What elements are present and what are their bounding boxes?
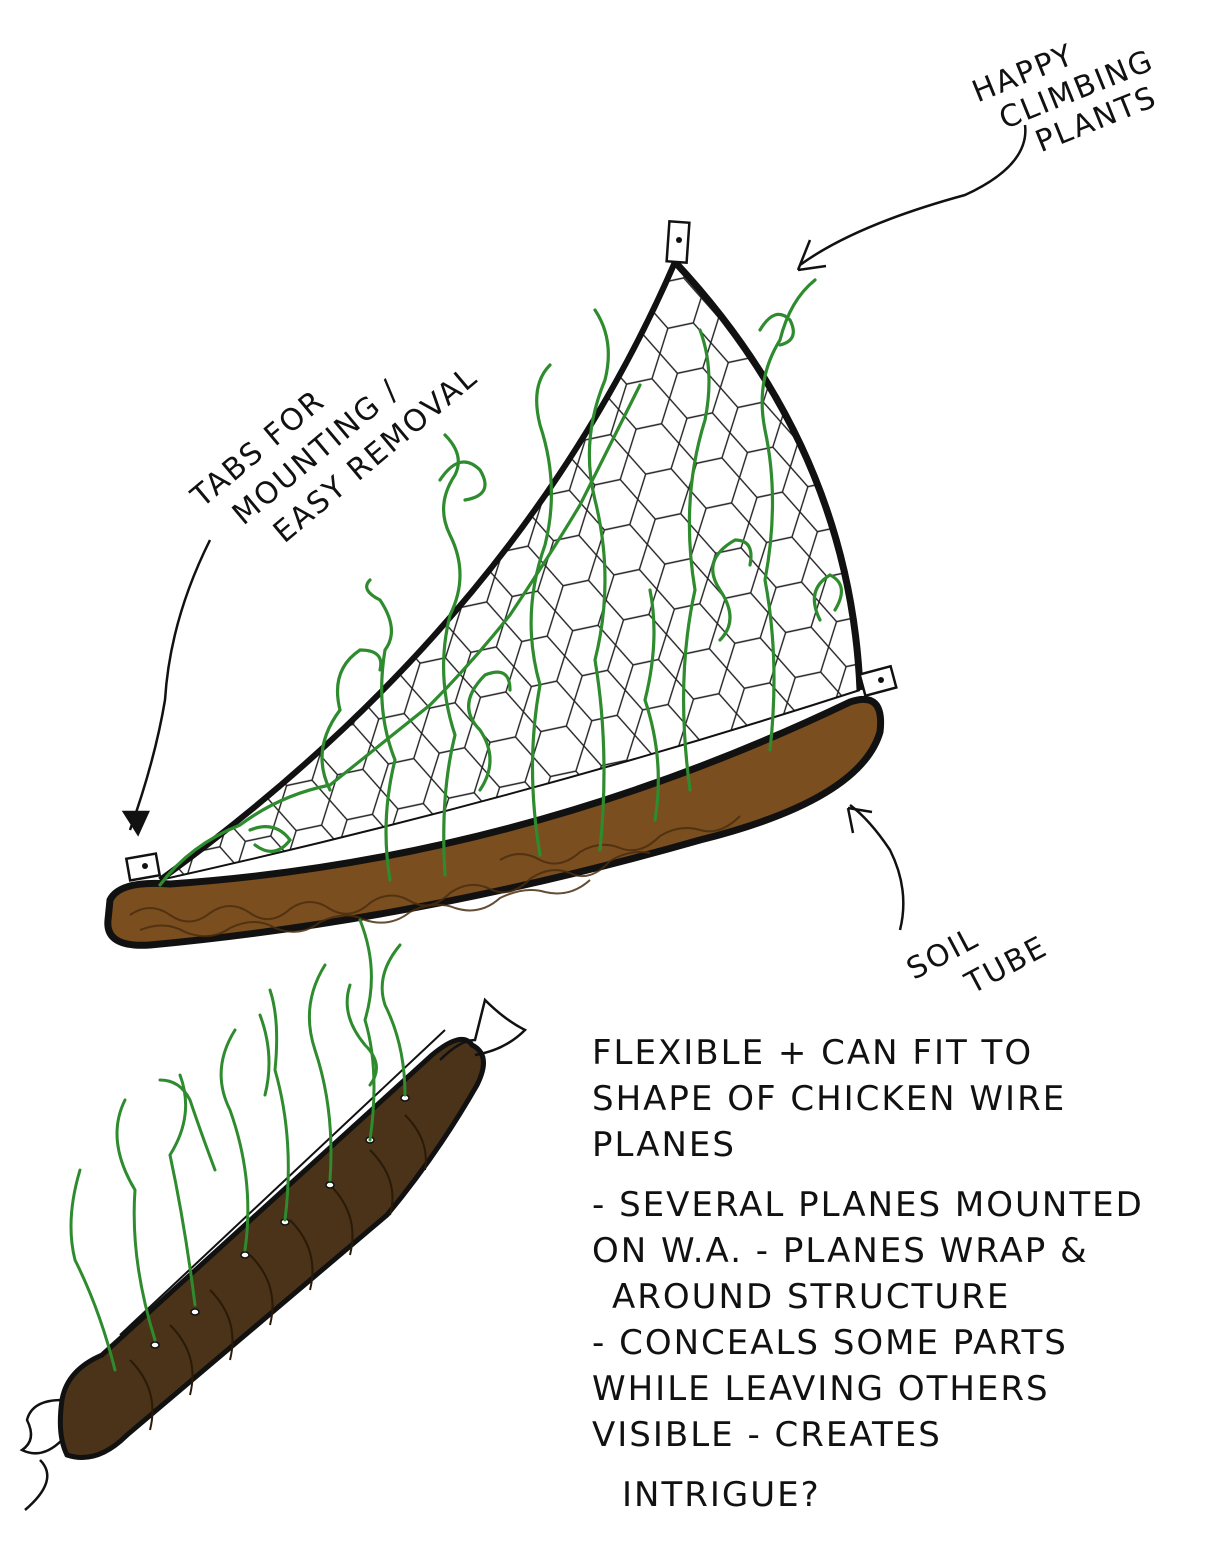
label-climbing-plants: HAPPY CLIMBING PLANTS [967,11,1172,175]
mounting-tab-top [667,221,690,262]
arrow-to-tabs [124,540,210,834]
note-line: - CONCEALS SOME PARTS [592,1320,1192,1366]
note-line: VISIBLE - CREATES [592,1412,1192,1458]
soil-tube-detail [22,1000,525,1510]
mounting-tab-left [126,854,159,881]
label-tabs: TABS FOR MOUNTING / EASY REMOVAL [184,298,485,576]
mounting-tab-right [860,666,897,696]
arrow-to-soil-tube [848,805,903,930]
note-line: - SEVERAL PLANES MOUNTED [592,1182,1192,1228]
label-soil-tube: SOIL TUBE [901,894,1053,1023]
note-line: PLANES [592,1122,1192,1168]
note-line: FLEXIBLE + CAN FIT TO [592,1030,1192,1076]
design-notes: FLEXIBLE + CAN FIT TO SHAPE OF CHICKEN W… [592,1030,1192,1518]
arrow-to-plants [798,125,1025,270]
note-line: INTRIGUE? [622,1472,1192,1518]
note-line: WHILE LEAVING OTHERS [592,1366,1192,1412]
note-line: AROUND STRUCTURE [612,1274,1192,1320]
note-line: ON W.A. - PLANES WRAP & [592,1228,1192,1274]
note-line: SHAPE OF CHICKEN WIRE [592,1076,1192,1122]
